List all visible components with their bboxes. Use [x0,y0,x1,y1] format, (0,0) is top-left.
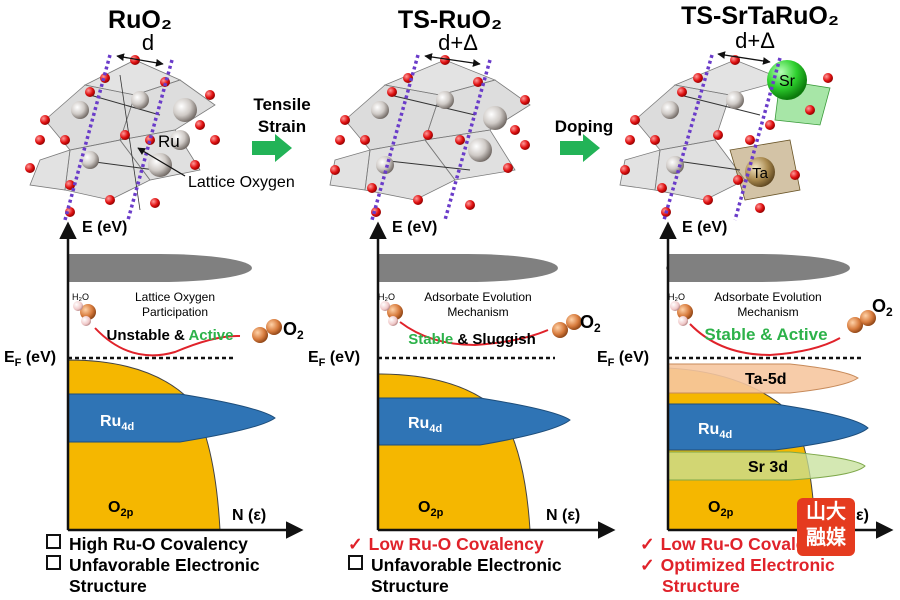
green-arrow-icon [560,134,600,162]
reaction-curve [399,321,549,347]
arrow-label-line1: Doping [555,117,614,136]
lattice-spacing-label: d+Δ [438,30,478,55]
ru4d-band-label: Ru4d [698,421,732,441]
arrow-label-line1: Tensile [253,95,310,114]
o2p-band-label: O2p [418,499,444,519]
bullet-item: Unfavorable Electronic [46,555,260,576]
o2p-band-label: O2p [708,499,734,519]
axis-y-label: E (eV) [682,219,727,236]
ta-atom-label: Ta [752,165,769,182]
ta5d-band-label: Ta-5d [745,371,786,388]
band-diagram: E (eV) N (ε) EF (eV) Ru4d O2p Adsorbate … [308,219,616,539]
checkmark-icon: ✓ [640,534,655,554]
reaction-curve [94,327,241,357]
panel-ts-srtaruo2: TS-SrTaRuO₂ [597,2,894,539]
panel-ts-ruo2: TS-RuO₂ [308,6,616,539]
ru4d-band [667,403,869,451]
stability-label: Stable & Active [704,325,827,344]
lattice-spacing-label: d [142,30,154,55]
panel-title: TS-SrTaRuO₂ [681,2,839,30]
arrow-label-line2: Strain [258,117,306,136]
sr3d-band [667,451,866,481]
bullet-item: ✓Low Ru-O Covalency [640,534,836,554]
panel-ruo2-bullets: High Ru-O Covalency Unfavorable Electron… [46,534,260,597]
axis-x-label: ε) [856,507,869,524]
panel-title: TS-RuO₂ [398,6,502,34]
o2p-band [377,373,531,531]
ta-atom [745,157,775,187]
checkmark-icon: ✓ [348,534,363,554]
crystal-structure: d+Δ [329,30,531,221]
bullet-item: Unfavorable Electronic [348,555,562,576]
fermi-level-label: EF (eV) [597,349,649,369]
stability-label: Unstable & Active [106,327,233,344]
checkmark-icon: ✓ [640,555,655,575]
o2-molecule-icon [252,319,282,343]
o2-label: O2 [580,312,601,335]
o2p-band-label: O2p [108,499,134,519]
crystal-structure: d+Δ Sr Ta [619,28,833,221]
bullet-item: Structure [662,576,740,596]
ru-atom-label: Ru [158,132,180,151]
fermi-level-label: EF (eV) [308,349,360,369]
crystal-structure: d Ru Lattice Oxygen [25,30,295,221]
water-molecule-icon [380,301,403,326]
lattice-spacing-label: d+Δ [735,28,775,53]
axis-y-label: E (eV) [392,219,437,236]
sr3d-band-label: Sr 3d [748,459,788,476]
o2-label: O2 [283,319,304,342]
bullet-item: Structure [69,576,147,596]
bullet-item: High Ru-O Covalency [46,534,260,555]
axis-x-label: N (ε) [546,507,580,524]
reaction-curve [689,323,841,357]
h2o-label: H₂O [378,292,395,302]
o2-label: O2 [872,296,893,319]
ru4d-band [377,397,571,446]
o2p-band [67,359,221,531]
o2-molecule-icon [552,314,582,338]
water-molecule-icon [670,301,693,326]
mechanism-label-line1: Lattice Oxygen [135,290,215,304]
water-molecule-icon [73,301,96,326]
watermark-logo: 山大 融媒 [797,498,855,556]
mechanism-label-line2: Mechanism [447,305,508,319]
ta5d-band [667,363,859,394]
panel-title: RuO₂ [108,6,172,34]
ru4d-band-label: Ru4d [408,415,442,435]
checkbox-empty-icon [348,555,363,570]
fermi-level-label: EF (eV) [4,349,56,369]
band-diagram: E (eV) N (ε) EF (eV) Ru4d O2p Lattice Ox… [4,219,304,539]
bullet-item: ✓Low Ru-O Covalency [348,534,544,554]
band-diagram: E (eV) ε) EF (eV) Ta-5d Ru4d Sr 3d O2p A… [597,219,894,539]
panel-ruo2: RuO₂ [4,6,304,539]
ru4d-band [67,393,276,443]
lattice-oxygen-label: Lattice Oxygen [188,174,295,191]
checkbox-empty-icon [46,534,61,549]
transition-arrow-doping: Doping [555,117,614,162]
mechanism-label-line1: Adsorbate Evolution [714,290,821,304]
mechanism-label-line2: Mechanism [737,305,798,319]
axis-x-label: N (ε) [232,507,266,524]
mechanism-label-line2: Participation [142,305,208,319]
o2-molecule-icon [847,310,876,333]
mechanism-label-line1: Adsorbate Evolution [424,290,531,304]
transition-arrow-strain: Tensile Strain [252,95,311,162]
bullet-item: ✓Optimized Electronic [640,555,835,575]
green-arrow-icon [252,134,292,162]
panel-ts-ruo2-bullets: ✓Low Ru-O Covalency Unfavorable Electron… [348,534,562,597]
checkbox-empty-icon [46,555,61,570]
h2o-label: H₂O [72,292,89,302]
bullet-item: Structure [371,576,449,596]
stability-label: Stable & Sluggish [408,331,536,348]
ru4d-band-label: Ru4d [100,413,134,433]
panel-ts-srtaruo2-bullets: ✓Low Ru-O Covalency ✓Optimized Electroni… [640,534,836,597]
axis-y-label: E (eV) [82,219,127,236]
h2o-label: H₂O [668,292,685,302]
sr-atom-label: Sr [779,73,796,90]
